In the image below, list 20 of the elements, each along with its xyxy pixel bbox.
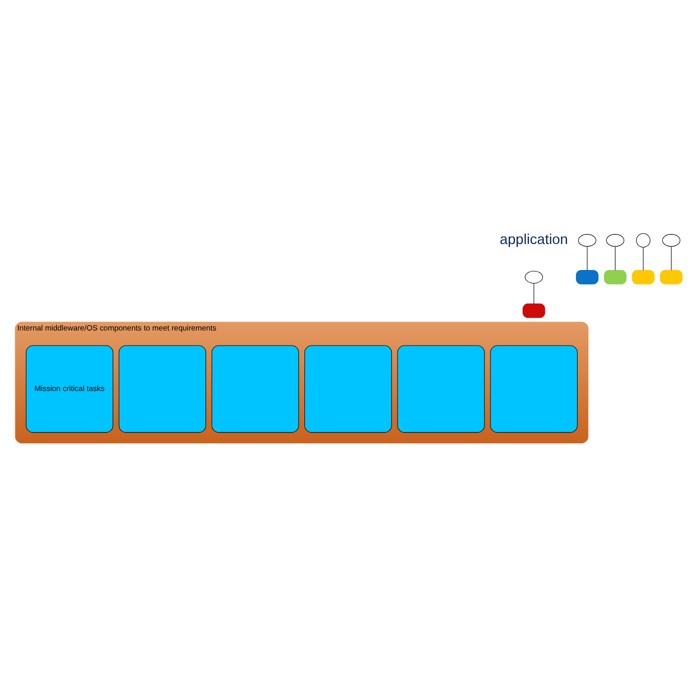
node-box	[604, 270, 626, 284]
connector	[670, 246, 672, 271]
label: application	[500, 232, 568, 248]
node-socket	[578, 234, 596, 247]
connector	[614, 246, 616, 271]
node-box	[522, 304, 546, 318]
node-box	[212, 345, 299, 433]
node-box	[660, 270, 683, 284]
node-box	[118, 345, 206, 433]
connector	[586, 246, 588, 271]
node-socket	[662, 234, 680, 247]
node-box	[397, 345, 485, 433]
node-socket	[606, 234, 624, 247]
node-circle	[636, 233, 650, 248]
node-box	[490, 345, 578, 433]
connector	[642, 247, 644, 271]
node-socket	[524, 270, 543, 284]
node-box	[576, 270, 598, 284]
node-box	[304, 345, 392, 433]
node-box	[632, 270, 654, 284]
